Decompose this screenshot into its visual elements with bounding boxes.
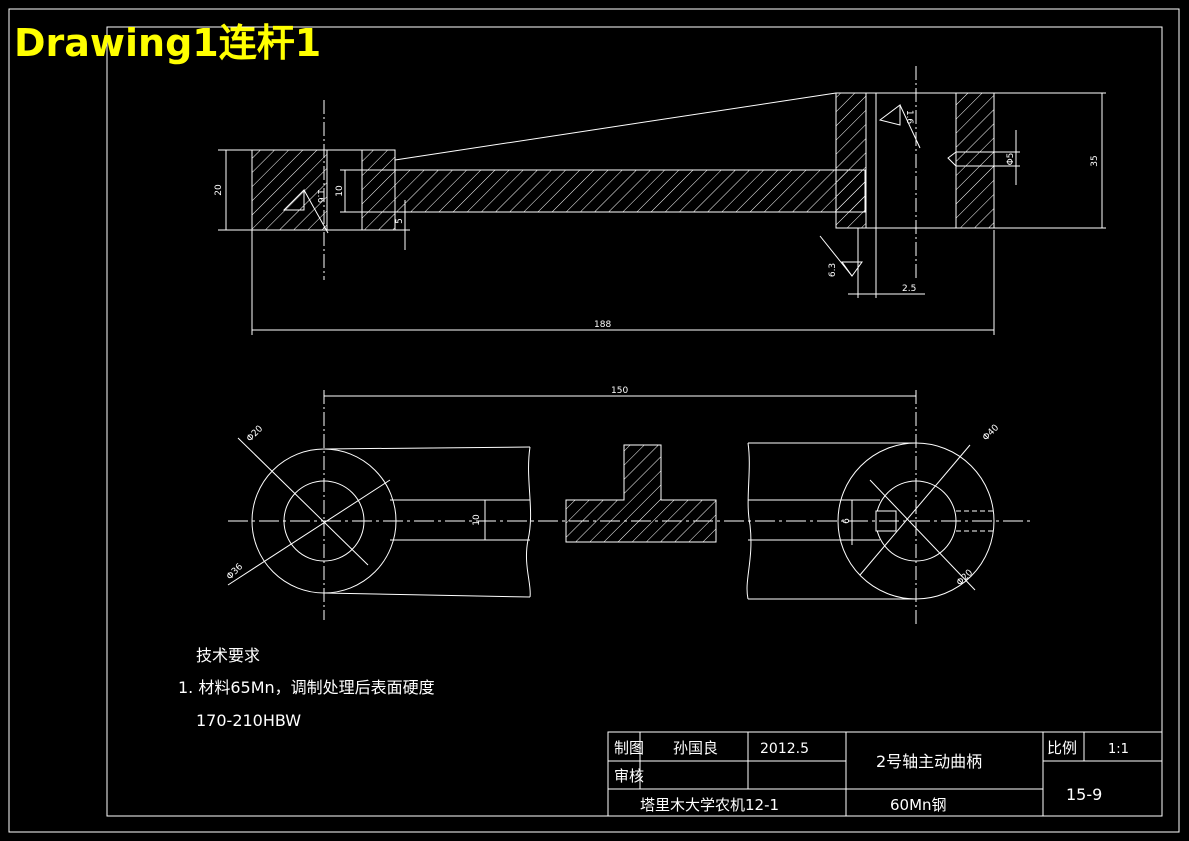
title-block-texts: 制图 孙国良 2012.5 审核 2号轴主动曲柄 比例 1:1 塔里木大学农机1… bbox=[614, 739, 1129, 814]
title-block bbox=[607, 731, 1163, 817]
front-section-view bbox=[218, 66, 1106, 335]
inner-frame bbox=[106, 26, 1163, 817]
tb-number: 15-9 bbox=[1066, 785, 1102, 804]
tb-drawn-name: 孙国良 bbox=[673, 739, 718, 757]
dim-overall-length: 188 bbox=[594, 320, 611, 330]
tb-date: 2012.5 bbox=[760, 741, 809, 757]
technical-notes: 技术要求 1. 材料65Mn，调制处理后表面硬度 170-210HBW bbox=[178, 646, 435, 730]
tb-checked-label: 审核 bbox=[614, 767, 644, 785]
dim-keyway-hole: Φ5 bbox=[1006, 153, 1016, 166]
tb-scale-label: 比例 bbox=[1047, 739, 1077, 757]
notes-line2: 170-210HBW bbox=[196, 711, 301, 730]
dim-key-width: 6 bbox=[842, 518, 852, 524]
left-boss-hatch bbox=[251, 149, 328, 231]
outer-frame bbox=[8, 8, 1180, 833]
tb-scale-value: 1:1 bbox=[1108, 742, 1129, 757]
dimension-texts: 20 10 5 35 Φ5 2.5 188 150 Φ20 Φ36 10 Φ40… bbox=[214, 110, 1100, 588]
drawing-title: Drawing1连杆1 bbox=[14, 21, 321, 65]
dim-left-outer: Φ36 bbox=[225, 562, 245, 582]
notes-line1: 1. 材料65Mn，调制处理后表面硬度 bbox=[178, 678, 435, 697]
dim-right-bore: Φ20 bbox=[955, 568, 975, 588]
tb-material: 60Mn钢 bbox=[890, 796, 947, 814]
roughness-right-bottom: 6.3 bbox=[828, 263, 838, 277]
dim-hub-height: 35 bbox=[1090, 155, 1100, 166]
arm-hatch bbox=[394, 169, 866, 213]
roughness-left: 1.6 bbox=[315, 189, 325, 204]
dim-shaft-thickness: 10 bbox=[335, 185, 345, 197]
dim-chamfer: 2.5 bbox=[902, 284, 916, 294]
middle-section-hatch bbox=[565, 444, 717, 543]
dim-step: 5 bbox=[395, 218, 405, 224]
right-hub-left-hatch bbox=[835, 92, 867, 229]
dim-arm-width: 10 bbox=[472, 514, 482, 526]
bottom-view bbox=[227, 390, 1030, 625]
tb-org: 塔里木大学农机12-1 bbox=[640, 796, 779, 814]
tb-part-name: 2号轴主动曲柄 bbox=[876, 752, 982, 771]
taper-line bbox=[394, 92, 837, 161]
right-hub-outline bbox=[835, 92, 995, 229]
roughness-right-top: 1.6 bbox=[904, 110, 914, 125]
tb-drawn-label: 制图 bbox=[614, 739, 644, 757]
dim-left-height: 20 bbox=[214, 184, 224, 196]
dim-center-distance: 150 bbox=[611, 386, 628, 396]
right-hub-right-hatch bbox=[955, 92, 995, 229]
notes-heading: 技术要求 bbox=[196, 646, 260, 665]
dim-right-outer: Φ40 bbox=[981, 423, 1001, 443]
dim-left-bore: Φ20 bbox=[245, 424, 265, 444]
left-boss-right-part bbox=[361, 149, 396, 231]
